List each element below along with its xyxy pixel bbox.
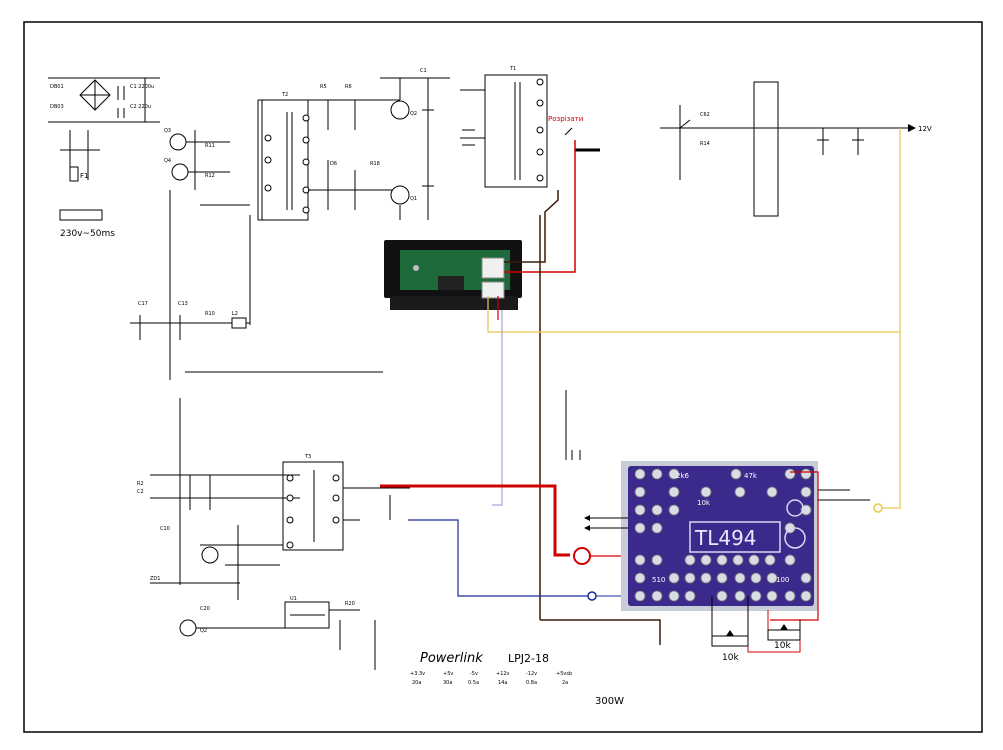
svg-text:R6: R6	[345, 84, 352, 90]
trimmer-right	[767, 629, 801, 641]
voltmeter-module	[384, 240, 522, 310]
svg-text:C2: C2	[137, 489, 144, 495]
svg-text:R2: R2	[137, 481, 144, 487]
pcb-value-10k: 10k	[697, 499, 711, 507]
svg-text:ZD1: ZD1	[150, 576, 160, 582]
rail-5-amp: 2a	[562, 680, 568, 686]
svg-text:D6: D6	[330, 161, 337, 167]
pcb-value-47k: 47k	[744, 472, 758, 480]
svg-text:Q2: Q2	[410, 111, 417, 117]
pcb-value-100: 100	[776, 576, 789, 584]
fuse-f1	[69, 166, 79, 182]
t2-label: T2	[281, 92, 288, 98]
svg-text:Q2: Q2	[200, 628, 207, 634]
svg-text:R10: R10	[205, 311, 215, 317]
aux-components: C17 C13 R10 L2	[130, 301, 383, 373]
driver-transformer: T2	[257, 92, 310, 221]
tl494-chip-label: TL494	[694, 526, 757, 550]
colored-wires	[487, 128, 901, 620]
mains-label: 230v~50ms	[60, 229, 115, 239]
trimmer-right-label: 10k	[774, 641, 791, 651]
svg-text:C2 220u: C2 220u	[130, 104, 151, 110]
svg-text:R18: R18	[370, 161, 380, 167]
transistor-q1	[390, 185, 410, 205]
svg-text:Q3: Q3	[164, 128, 171, 134]
svg-text:Q4: Q4	[164, 158, 171, 164]
choke-l1	[753, 81, 779, 217]
svg-text:C62: C62	[700, 112, 710, 118]
svg-text:DB03: DB03	[50, 104, 64, 110]
red-terminal	[573, 547, 591, 565]
pcb-value-2k6: 2k6	[676, 472, 690, 480]
power-label: 300W	[595, 696, 624, 707]
rail-3-volt: +12v	[496, 671, 510, 677]
fuse-label: F1	[80, 172, 88, 180]
rail-4-volt: -12v	[526, 671, 537, 677]
trimmers: 10k 10k	[711, 596, 801, 663]
transistor-q2	[390, 100, 410, 120]
rail-4-amp: 0.8a	[526, 680, 537, 686]
t1-label: T1	[509, 66, 516, 72]
svg-text:R20: R20	[345, 601, 355, 607]
svg-text:C1 2200u: C1 2200u	[130, 84, 154, 90]
blue-terminal	[587, 591, 597, 601]
trimmer-left-label: 10k	[722, 653, 739, 663]
svg-text:L2: L2	[232, 311, 238, 317]
model-label: LPJ2-18	[508, 652, 549, 665]
svg-text:C17: C17	[138, 301, 148, 307]
rail-2-volt: -5v	[470, 671, 478, 677]
pcb-pads	[634, 468, 812, 602]
svg-text:C1: C1	[420, 68, 427, 74]
svg-text:C13: C13	[178, 301, 188, 307]
svg-text:Q1: Q1	[410, 196, 417, 202]
svg-text:C10: C10	[160, 526, 170, 532]
pcb-value-510: 510	[652, 576, 665, 584]
rail-5-volt: +5vsb	[556, 671, 572, 677]
cut-label: Розрізати	[548, 115, 583, 123]
svg-text:C20: C20	[200, 606, 210, 612]
main-transformer: T1 Розрізати	[460, 66, 600, 188]
rail-1-amp: 30a	[443, 680, 452, 686]
drawing-frame	[23, 21, 983, 733]
title-block: Powerlink LPJ2-18 +3.3v 20a +5v 30a -5v …	[410, 651, 624, 707]
mains-connector	[59, 209, 103, 221]
svg-text:R14: R14	[700, 141, 710, 147]
rail-0-amp: 20a	[412, 680, 421, 686]
brand-label: Powerlink	[420, 651, 483, 666]
svg-text:U1: U1	[290, 596, 297, 602]
out-12v-label: 12V	[918, 125, 932, 133]
rail-0-volt: +3.3v	[410, 671, 425, 677]
trimmer-left	[711, 635, 749, 647]
tl494-board: TL494 2k6 47k 10k 510 100	[584, 461, 883, 621]
rail-2-amp: 0.5a	[468, 680, 479, 686]
svg-text:R11: R11	[205, 143, 215, 149]
svg-text:DB01: DB01	[50, 84, 64, 90]
rail-3-amp: 14a	[498, 680, 507, 686]
t3-label: T3	[304, 454, 311, 460]
rail-1-volt: +5v	[443, 671, 453, 677]
output-wiring	[360, 390, 661, 645]
svg-text:R12: R12	[205, 173, 215, 179]
svg-text:R5: R5	[320, 84, 327, 90]
